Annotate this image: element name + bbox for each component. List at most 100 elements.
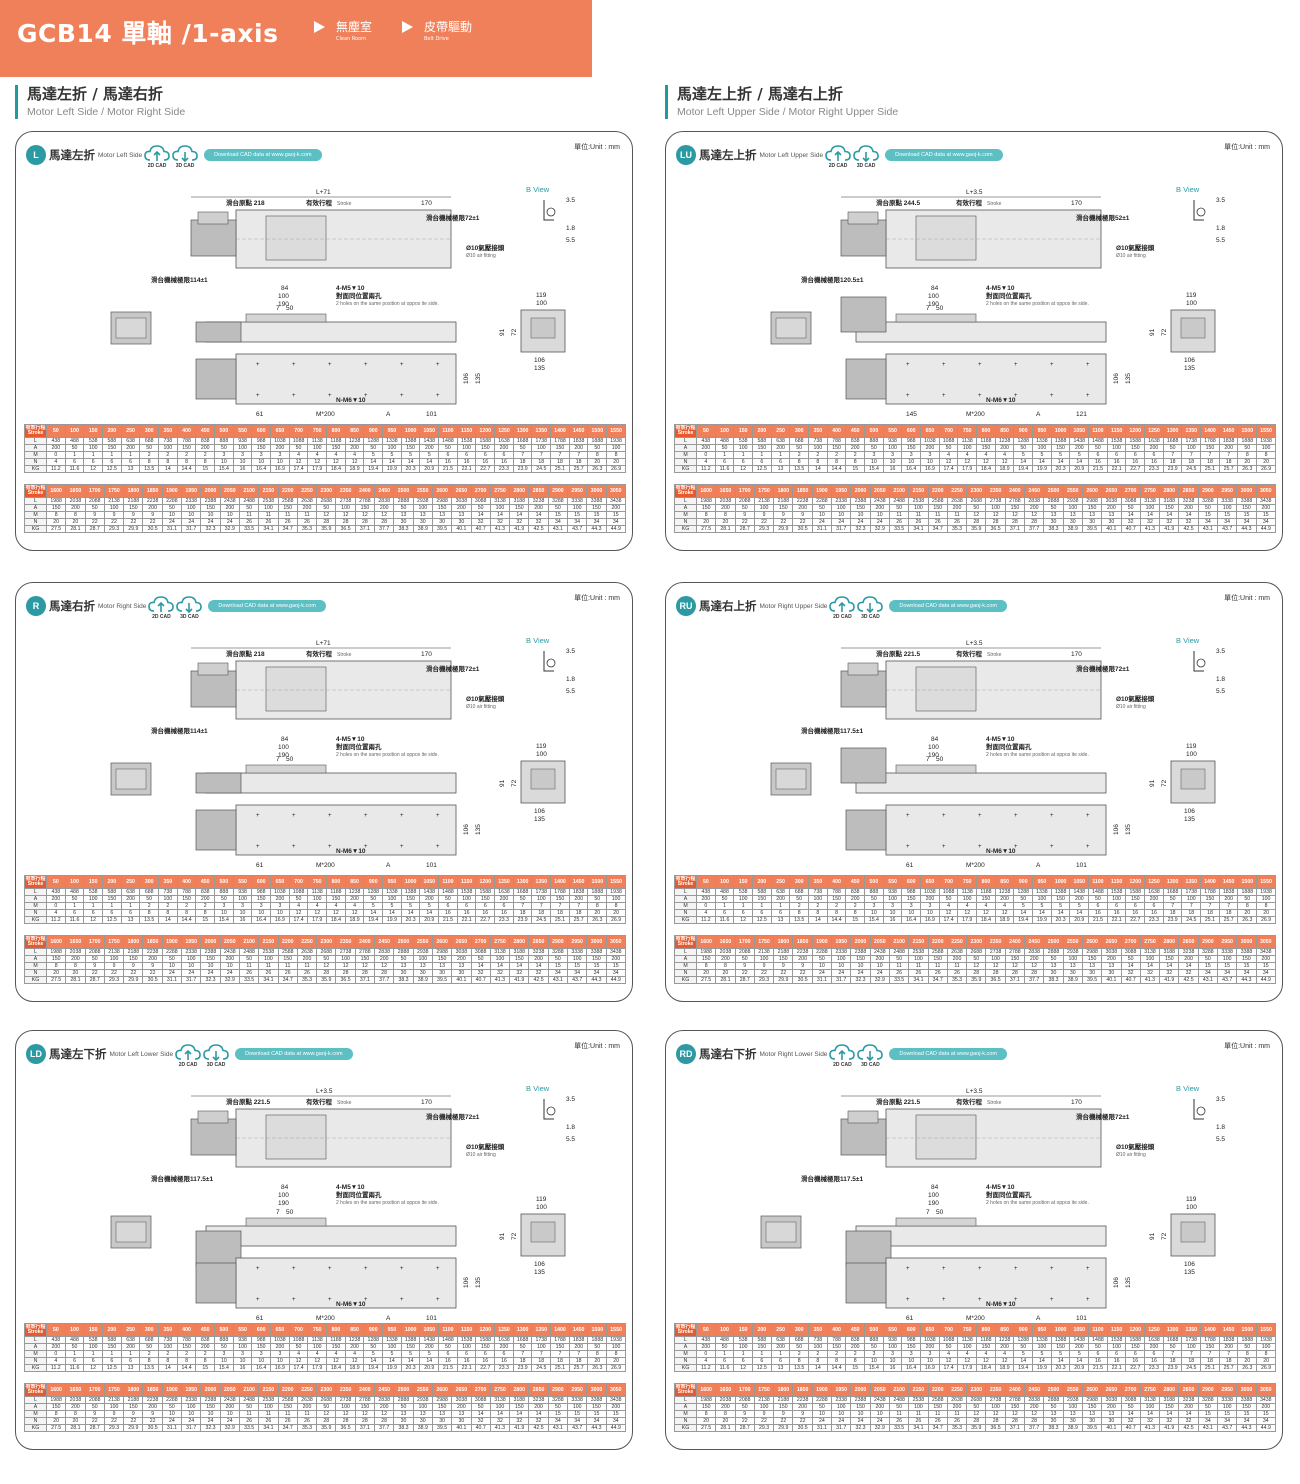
- svg-text:Ø10 air fitting: Ø10 air fitting: [466, 1152, 496, 1158]
- stroke-cell: 950: [382, 424, 402, 438]
- table-cell: 26.9: [606, 1364, 626, 1372]
- table-cell: 16.4: [901, 1364, 922, 1372]
- download-cad-button[interactable]: Download CAD data at www.gaoj-k.com: [889, 1048, 1007, 1060]
- cad-3d-download-icon[interactable]: 3D CAD: [176, 595, 203, 620]
- svg-text:50: 50: [936, 756, 944, 763]
- download-cad-button[interactable]: Download CAD data at www.gaoj-k.com: [885, 149, 1003, 161]
- table-cell: 30: [412, 1417, 433, 1425]
- stroke-cell: 2750: [1139, 484, 1161, 498]
- table-cell: 14: [470, 962, 491, 970]
- svg-text:135: 135: [475, 1277, 482, 1288]
- table-cell: 12: [344, 1357, 365, 1365]
- svg-text:100: 100: [536, 751, 547, 758]
- table-cell: 200: [46, 1343, 66, 1351]
- table-cell: 3288: [1197, 1396, 1219, 1404]
- cad-2d-download-icon[interactable]: 2D CAD: [829, 1043, 856, 1068]
- download-cad-button[interactable]: Download CAD data at www.gaoj-k.com: [235, 1048, 353, 1060]
- table-cell: 14: [158, 916, 178, 924]
- table-cell: 31.7: [181, 525, 202, 533]
- download-cad-button[interactable]: Download CAD data at www.gaoj-k.com: [204, 149, 322, 161]
- table-cell: 22.1: [1106, 1364, 1127, 1372]
- table-cell: 1188: [976, 888, 996, 896]
- table-cell: 100: [103, 955, 125, 963]
- table-cell: 10: [850, 962, 871, 970]
- table-cell: 200: [219, 504, 240, 512]
- row-label: N: [24, 458, 47, 466]
- table-cell: 44.3: [1236, 976, 1257, 984]
- svg-text:91: 91: [1149, 1232, 1156, 1240]
- table-cell: 8: [715, 1410, 736, 1418]
- table-cell: 8: [1237, 451, 1258, 459]
- table-cell: 12: [335, 1410, 356, 1418]
- cad-3d-download-icon[interactable]: 3D CAD: [857, 595, 884, 620]
- stroke-cell: 2450: [374, 1383, 395, 1397]
- table-cell: 13: [412, 962, 433, 970]
- cad-3d-download-icon[interactable]: 3D CAD: [853, 144, 879, 169]
- cad-2d-download-icon[interactable]: 2D CAD: [175, 1043, 201, 1068]
- table-cell: 10: [882, 909, 903, 917]
- dim-overall: L+71: [316, 640, 331, 647]
- cad-2d-download-icon[interactable]: 2D CAD: [829, 595, 856, 620]
- table-cell: 150: [400, 895, 421, 903]
- table-cell: 10: [200, 962, 221, 970]
- table-cell: 15: [1197, 962, 1219, 970]
- table-cell: 150: [1004, 955, 1026, 963]
- svg-text:106: 106: [534, 808, 545, 815]
- table-cell: 24: [181, 969, 202, 977]
- table-cell: 24: [850, 1417, 871, 1425]
- table-cell: 25.7: [1218, 465, 1239, 473]
- table-cell: 10: [270, 1357, 290, 1365]
- table-cell: 538: [83, 1336, 104, 1344]
- table-cell: 2788: [1004, 948, 1026, 956]
- table-cell: 2: [139, 1350, 160, 1358]
- svg-text:+: +: [942, 1297, 946, 1303]
- table-cell: 28: [335, 518, 356, 526]
- stroke-cell: 2000: [200, 1383, 221, 1397]
- cad-3d-download-icon[interactable]: 3D CAD: [203, 1043, 229, 1068]
- table-cell: 150: [695, 955, 717, 963]
- table-cell: 200: [195, 1343, 216, 1351]
- table-cell: 6: [714, 458, 735, 466]
- row-label: A: [674, 1343, 697, 1351]
- cad-2d-download-icon[interactable]: 2D CAD: [148, 595, 175, 620]
- table-cell: 13.5: [139, 465, 160, 473]
- table-cell: 20: [587, 909, 608, 917]
- table-cell: 19.9: [1032, 465, 1052, 473]
- table-cell: 23.3: [494, 465, 514, 473]
- table-cell: 20: [1256, 1357, 1276, 1365]
- table-cell: 14: [489, 962, 511, 970]
- cad-3d-download-icon[interactable]: 3D CAD: [857, 1043, 884, 1068]
- cad-2d-download-icon[interactable]: 2D CAD: [144, 144, 170, 169]
- table-cell: 22: [792, 518, 813, 526]
- stroke-cell: 600: [901, 424, 922, 438]
- svg-text:100: 100: [1186, 1204, 1197, 1211]
- table-cell: 100: [335, 955, 356, 963]
- table-cell: 9: [773, 962, 794, 970]
- table-cell: 8: [1237, 902, 1258, 910]
- cad-2d-download-icon[interactable]: 2D CAD: [825, 144, 851, 169]
- table-cell: 1638: [1144, 888, 1164, 896]
- table-cell: 14: [509, 1410, 530, 1418]
- table-cell: 13: [431, 1410, 453, 1418]
- table-cell: 6: [1088, 902, 1108, 910]
- stroke-cell: 1200: [475, 1323, 496, 1337]
- stroke-cell: 1350: [531, 1323, 552, 1337]
- table-cell: 26: [927, 518, 948, 526]
- table-cell: 8: [695, 511, 717, 519]
- cad-3d-download-icon[interactable]: 3D CAD: [172, 144, 198, 169]
- table-cell: 200: [344, 895, 365, 903]
- table-cell: 16.9: [920, 1364, 940, 1372]
- table-cell: 26.9: [606, 916, 626, 924]
- table-cell: 2188: [773, 1396, 794, 1404]
- download-cad-button[interactable]: Download CAD data at www.gaoj-k.com: [208, 600, 326, 612]
- table-cell: 30.5: [142, 525, 163, 533]
- stroke-cell: 2650: [1101, 484, 1122, 498]
- table-cell: 100: [985, 504, 1006, 512]
- table-cell: 1: [752, 902, 772, 910]
- table-cell: 1788: [550, 437, 570, 445]
- download-cad-button[interactable]: Download CAD data at www.gaoj-k.com: [889, 600, 1007, 612]
- stroke-cell: 500: [214, 875, 234, 889]
- table-cell: 31.1: [161, 976, 183, 984]
- table-cell: 3: [214, 1350, 234, 1358]
